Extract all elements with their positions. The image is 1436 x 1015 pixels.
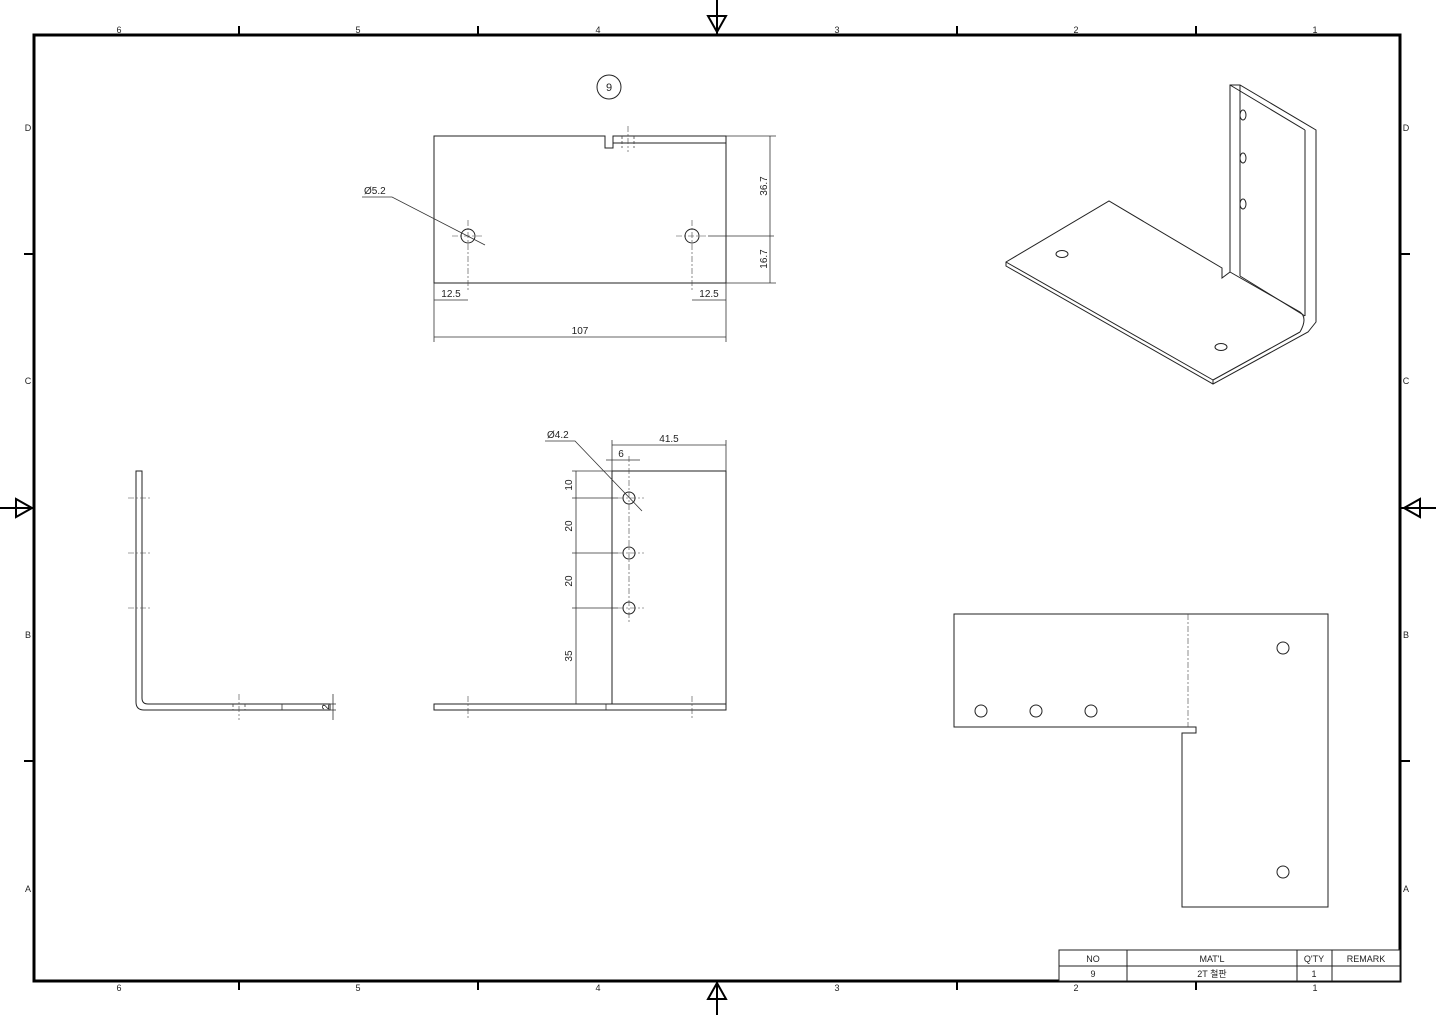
hole <box>1276 865 1290 879</box>
cell-qty: 1 <box>1311 969 1316 979</box>
dimension-label: Ø4.2 <box>547 430 569 441</box>
hole <box>974 704 988 718</box>
dimension-label: 12.5 <box>699 289 719 300</box>
top-view: 36.7 16.7 12.5 12.5 107 Ø5.2 <box>362 126 776 342</box>
drawing-line <box>596 74 622 100</box>
dimension-label: 10 <box>564 479 575 491</box>
dimension-label: 9 <box>606 82 612 94</box>
dimension-label: 5 <box>355 25 360 35</box>
dimension-label: 2 <box>1073 983 1078 993</box>
front-view: 2 <box>128 470 336 720</box>
hole <box>1084 704 1098 718</box>
drawing-line <box>433 135 727 284</box>
hole <box>1276 641 1290 655</box>
drawing-line <box>953 613 1329 908</box>
dimension-label: 2 <box>1073 25 1078 35</box>
dimension-label: A <box>1403 884 1409 894</box>
flat-pattern-view <box>953 613 1329 908</box>
drawing-line <box>362 196 486 246</box>
hole <box>1029 704 1043 718</box>
dimension-label: 6 <box>116 983 121 993</box>
dimension-label: 12.5 <box>441 289 461 300</box>
drawing-line <box>433 703 727 711</box>
dimension-label: 1 <box>1312 983 1317 993</box>
side-view: 10 20 20 35 41.5 6 Ø4.2 <box>433 430 727 718</box>
dimension-label: 6 <box>116 25 121 35</box>
header-qty: Q'TY <box>1304 954 1324 964</box>
drawing-line <box>706 15 728 35</box>
drawing-line: NO MAT'L Q'TY REMARK 9 2T 철판 1 <box>1086 954 1385 979</box>
dimension-label: C <box>1403 376 1410 386</box>
dimension-label: B <box>1403 630 1409 640</box>
zone-ticks <box>24 26 1410 990</box>
dimension-label: 107 <box>572 326 589 337</box>
dimension-label: 20 <box>564 520 575 532</box>
dimension-label: A <box>25 884 31 894</box>
drawing-line <box>1401 497 1421 519</box>
dimension-label: B <box>25 630 31 640</box>
dimension-label: C <box>25 376 32 386</box>
drawing-line <box>1005 84 1317 385</box>
cell-no: 9 <box>1090 969 1095 979</box>
dimension-label: 20 <box>564 575 575 587</box>
drawing-line <box>1239 275 1306 317</box>
drawing-line <box>1239 109 1247 121</box>
drawing-line <box>1055 250 1069 258</box>
drawing-line <box>135 470 331 711</box>
dimension-label: 5 <box>355 983 360 993</box>
drawing-line <box>1212 331 1301 381</box>
dimension-label: 41.5 <box>659 434 679 445</box>
dimension-label: 2 <box>321 704 332 710</box>
drawing-frame <box>32 33 1402 983</box>
header-material: MAT'L <box>1199 954 1224 964</box>
dimension-label: 4 <box>595 983 600 993</box>
drawing-line <box>15 497 35 519</box>
dimension-label: 16.7 <box>759 249 770 269</box>
isometric-view <box>1005 84 1317 385</box>
dimension-label: 36.7 <box>759 176 770 196</box>
part-balloon: 9 <box>596 74 622 100</box>
cell-material: 2T 철판 <box>1197 969 1226 979</box>
header-no: NO <box>1086 954 1100 964</box>
drawing-line <box>706 980 728 1000</box>
drawing-line <box>1214 343 1228 351</box>
dimension-label: D <box>1403 123 1410 133</box>
header-remark: REMARK <box>1347 954 1386 964</box>
dimension-label: 4 <box>595 25 600 35</box>
drawing-line <box>1239 198 1247 210</box>
drawing-line <box>545 440 643 512</box>
drawing-line <box>1229 84 1306 131</box>
zone-labels: 6 5 4 3 2 1 6 5 4 3 2 1 D C B A D C B A <box>25 25 1410 993</box>
dimension-label: 3 <box>834 25 839 35</box>
drawing-line <box>1229 271 1305 333</box>
title-block: NO MAT'L Q'TY REMARK 9 2T 철판 1 <box>1058 949 1401 982</box>
dimension-label: 1 <box>1312 25 1317 35</box>
dimension-label: 3 <box>834 983 839 993</box>
drawing-line <box>1005 261 1214 381</box>
drawing-line <box>1239 152 1247 164</box>
dimension-label: 6 <box>618 449 624 460</box>
dimension-label: D <box>25 123 32 133</box>
dimension-label: Ø5.2 <box>364 186 386 197</box>
dimension-label: 35 <box>564 650 575 662</box>
